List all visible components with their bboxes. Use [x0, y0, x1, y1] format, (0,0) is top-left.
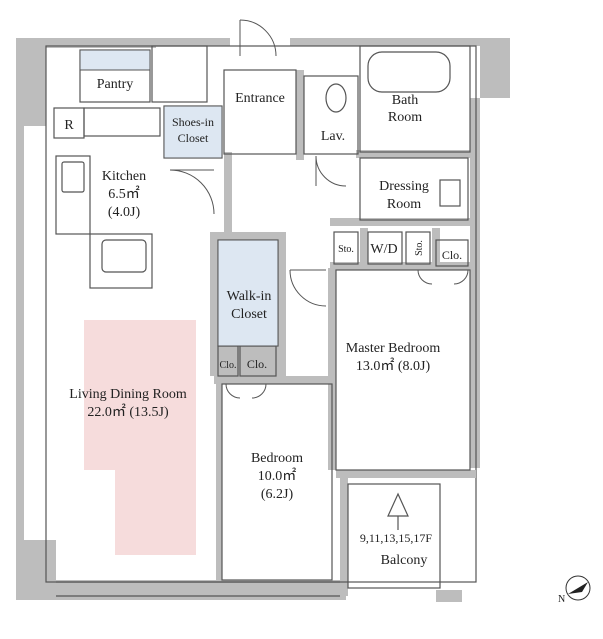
living-room-floor-highlight	[84, 320, 196, 555]
pantry-label: Pantry	[97, 77, 134, 92]
walk-in-closet-label-line1: Walk-in	[227, 289, 272, 304]
bath-room-label-line2: Room	[388, 110, 422, 125]
bedroom-area-j: (6.2J)	[261, 487, 294, 502]
dressing-room-label-line2: Room	[387, 197, 421, 212]
exterior-walls	[16, 38, 510, 602]
master-bedroom-label: Master Bedroom	[346, 341, 441, 356]
door-swings	[169, 19, 469, 399]
kitchen-label: Kitchen	[102, 169, 146, 184]
lavatory-label: Lav.	[321, 129, 345, 144]
storage-2-label: Sto.	[414, 240, 425, 256]
balcony-floors-label: 9,11,13,15,17F	[360, 531, 433, 545]
bedroom-closet-label: Clo.	[247, 357, 267, 371]
kitchen-area-j: (4.0J)	[108, 205, 141, 220]
balcony-label: Balcony	[381, 553, 428, 568]
storage-1-label: Sto.	[338, 244, 354, 255]
master-bedroom-area: 13.0㎡ (8.0J)	[356, 358, 431, 374]
small-closet-label: Clo.	[220, 360, 237, 371]
compass-icon: N	[558, 575, 591, 605]
washer-dryer-label: W/D	[370, 242, 397, 257]
kitchen-area-m2: 6.5㎡	[108, 186, 140, 202]
living-dining-label: Living Dining Room	[69, 387, 187, 402]
bedroom-label: Bedroom	[251, 451, 303, 466]
compass-north-label: N	[558, 594, 565, 605]
living-dining-area: 22.0㎡ (13.5J)	[87, 404, 169, 420]
closet-fills	[79, 49, 279, 377]
master-closet-label: Clo.	[442, 248, 462, 262]
shoes-closet-label-line1: Shoes-in	[172, 115, 214, 129]
dressing-room-label-line1: Dressing	[379, 179, 429, 194]
walk-in-closet-label-line2: Closet	[231, 307, 267, 322]
entrance-label: Entrance	[235, 91, 285, 106]
bath-room-label-line1: Bath	[392, 93, 418, 108]
shoes-closet-label-line2: Closet	[178, 131, 209, 145]
refrigerator-label: R	[64, 118, 74, 133]
bedroom-area-m2: 10.0㎡	[258, 468, 297, 484]
interior-walls	[210, 70, 476, 580]
